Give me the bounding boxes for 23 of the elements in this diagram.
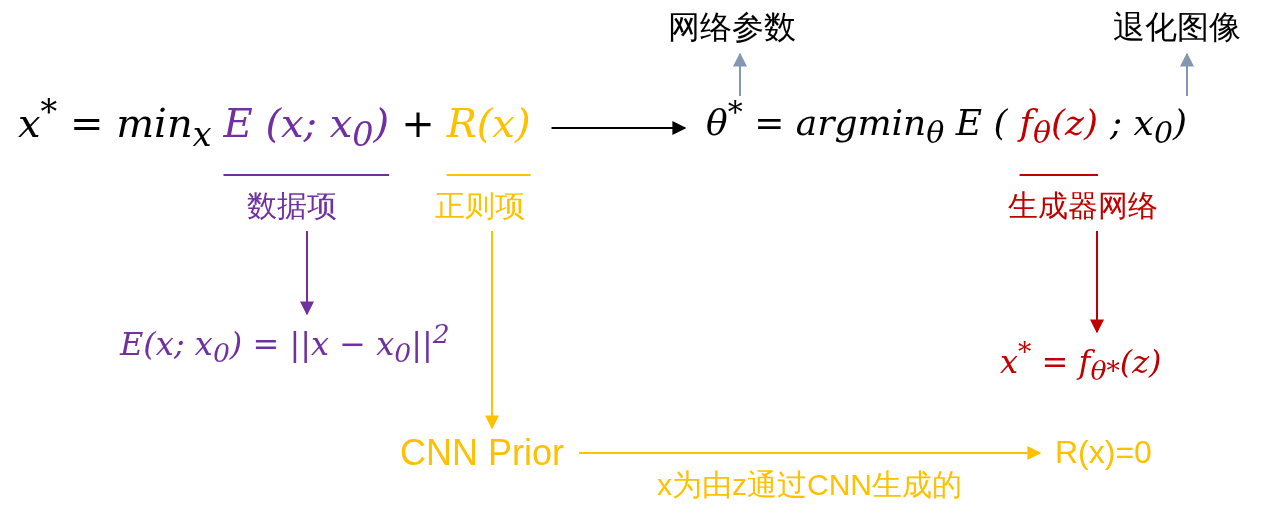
formula-term: θ$^{*}$ = argmin$_{θ}$ E ( — [706, 94, 1008, 151]
term-label: 生成器网络 — [1008, 186, 1158, 227]
arrow — [300, 230, 314, 316]
formula-term: f$_{θ}$(z) — [1019, 102, 1099, 151]
arrow — [1180, 52, 1194, 97]
arrow — [578, 446, 1042, 460]
formula-term: ; x$_{0}$) — [1110, 102, 1188, 151]
formula-term: E (x; x$_{0}$) — [223, 100, 390, 155]
arrow — [485, 230, 499, 430]
formula: E(x; x$_{0}$) = ||x − x$_{0}$||$^{2}$ — [120, 318, 450, 369]
arrow — [1090, 230, 1104, 334]
arrow — [550, 121, 687, 135]
term-label: 数据项 — [247, 186, 337, 227]
formula-term: + — [401, 100, 435, 147]
term-label: 正则项 — [435, 186, 525, 227]
annotation-text: 退化图像 — [1113, 6, 1241, 50]
arrow — [733, 52, 747, 97]
result-text: R(x)=0 — [1055, 434, 1152, 471]
formula-term: x$^{*}$ = min$_{x}$ — [18, 92, 212, 155]
formula: x$^{*}$ = f$_{θ*}$(z) — [1000, 336, 1162, 387]
term-label: CNN Prior — [400, 432, 564, 474]
annotation-text: 网络参数 — [668, 6, 796, 50]
formula-term: R(x) — [446, 100, 531, 147]
